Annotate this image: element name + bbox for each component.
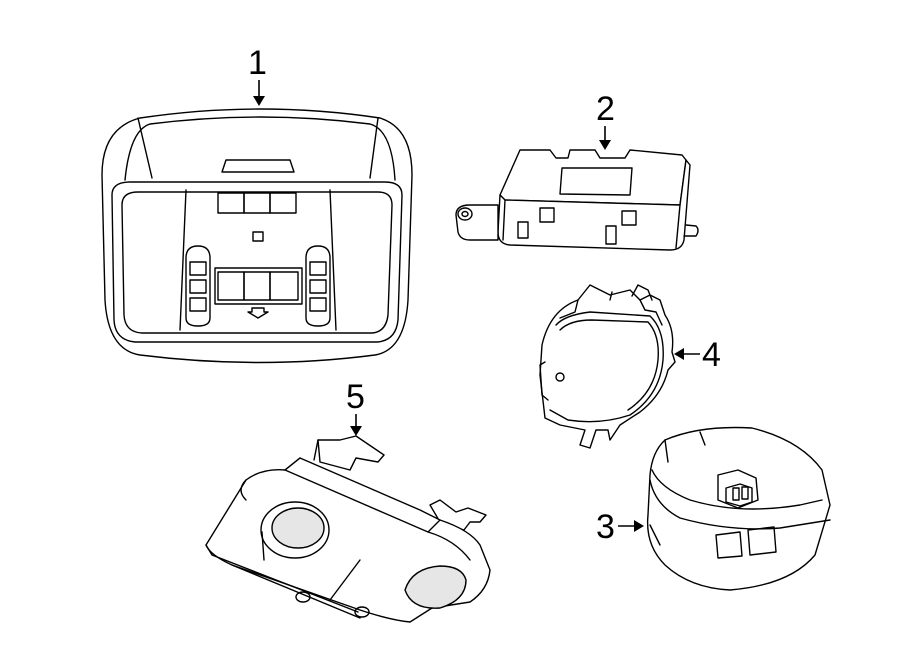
part-1-overhead-console xyxy=(101,108,413,364)
part-2-control-module xyxy=(455,149,699,251)
callout-5: 5 xyxy=(346,378,365,436)
part-5-lamp-housing xyxy=(205,435,491,623)
callout-2-number: 2 xyxy=(596,90,615,128)
callout-2: 2 xyxy=(596,90,615,150)
callout-1-arrow xyxy=(253,80,265,106)
callout-4-number: 4 xyxy=(702,336,721,374)
callout-1: 1 xyxy=(248,44,267,106)
callout-2-arrow xyxy=(599,126,611,150)
callout-3: 3 xyxy=(596,508,644,546)
callout-1-number: 1 xyxy=(248,44,267,82)
callout-3-number: 3 xyxy=(596,508,615,546)
part-3-switch-bezel xyxy=(646,426,831,591)
callout-5-arrow xyxy=(350,414,362,436)
callout-4: 4 xyxy=(674,336,721,374)
callout-4-arrow xyxy=(674,348,700,360)
part-4-sensor xyxy=(539,284,676,449)
callout-5-number: 5 xyxy=(346,378,365,416)
callout-3-arrow xyxy=(618,520,644,532)
